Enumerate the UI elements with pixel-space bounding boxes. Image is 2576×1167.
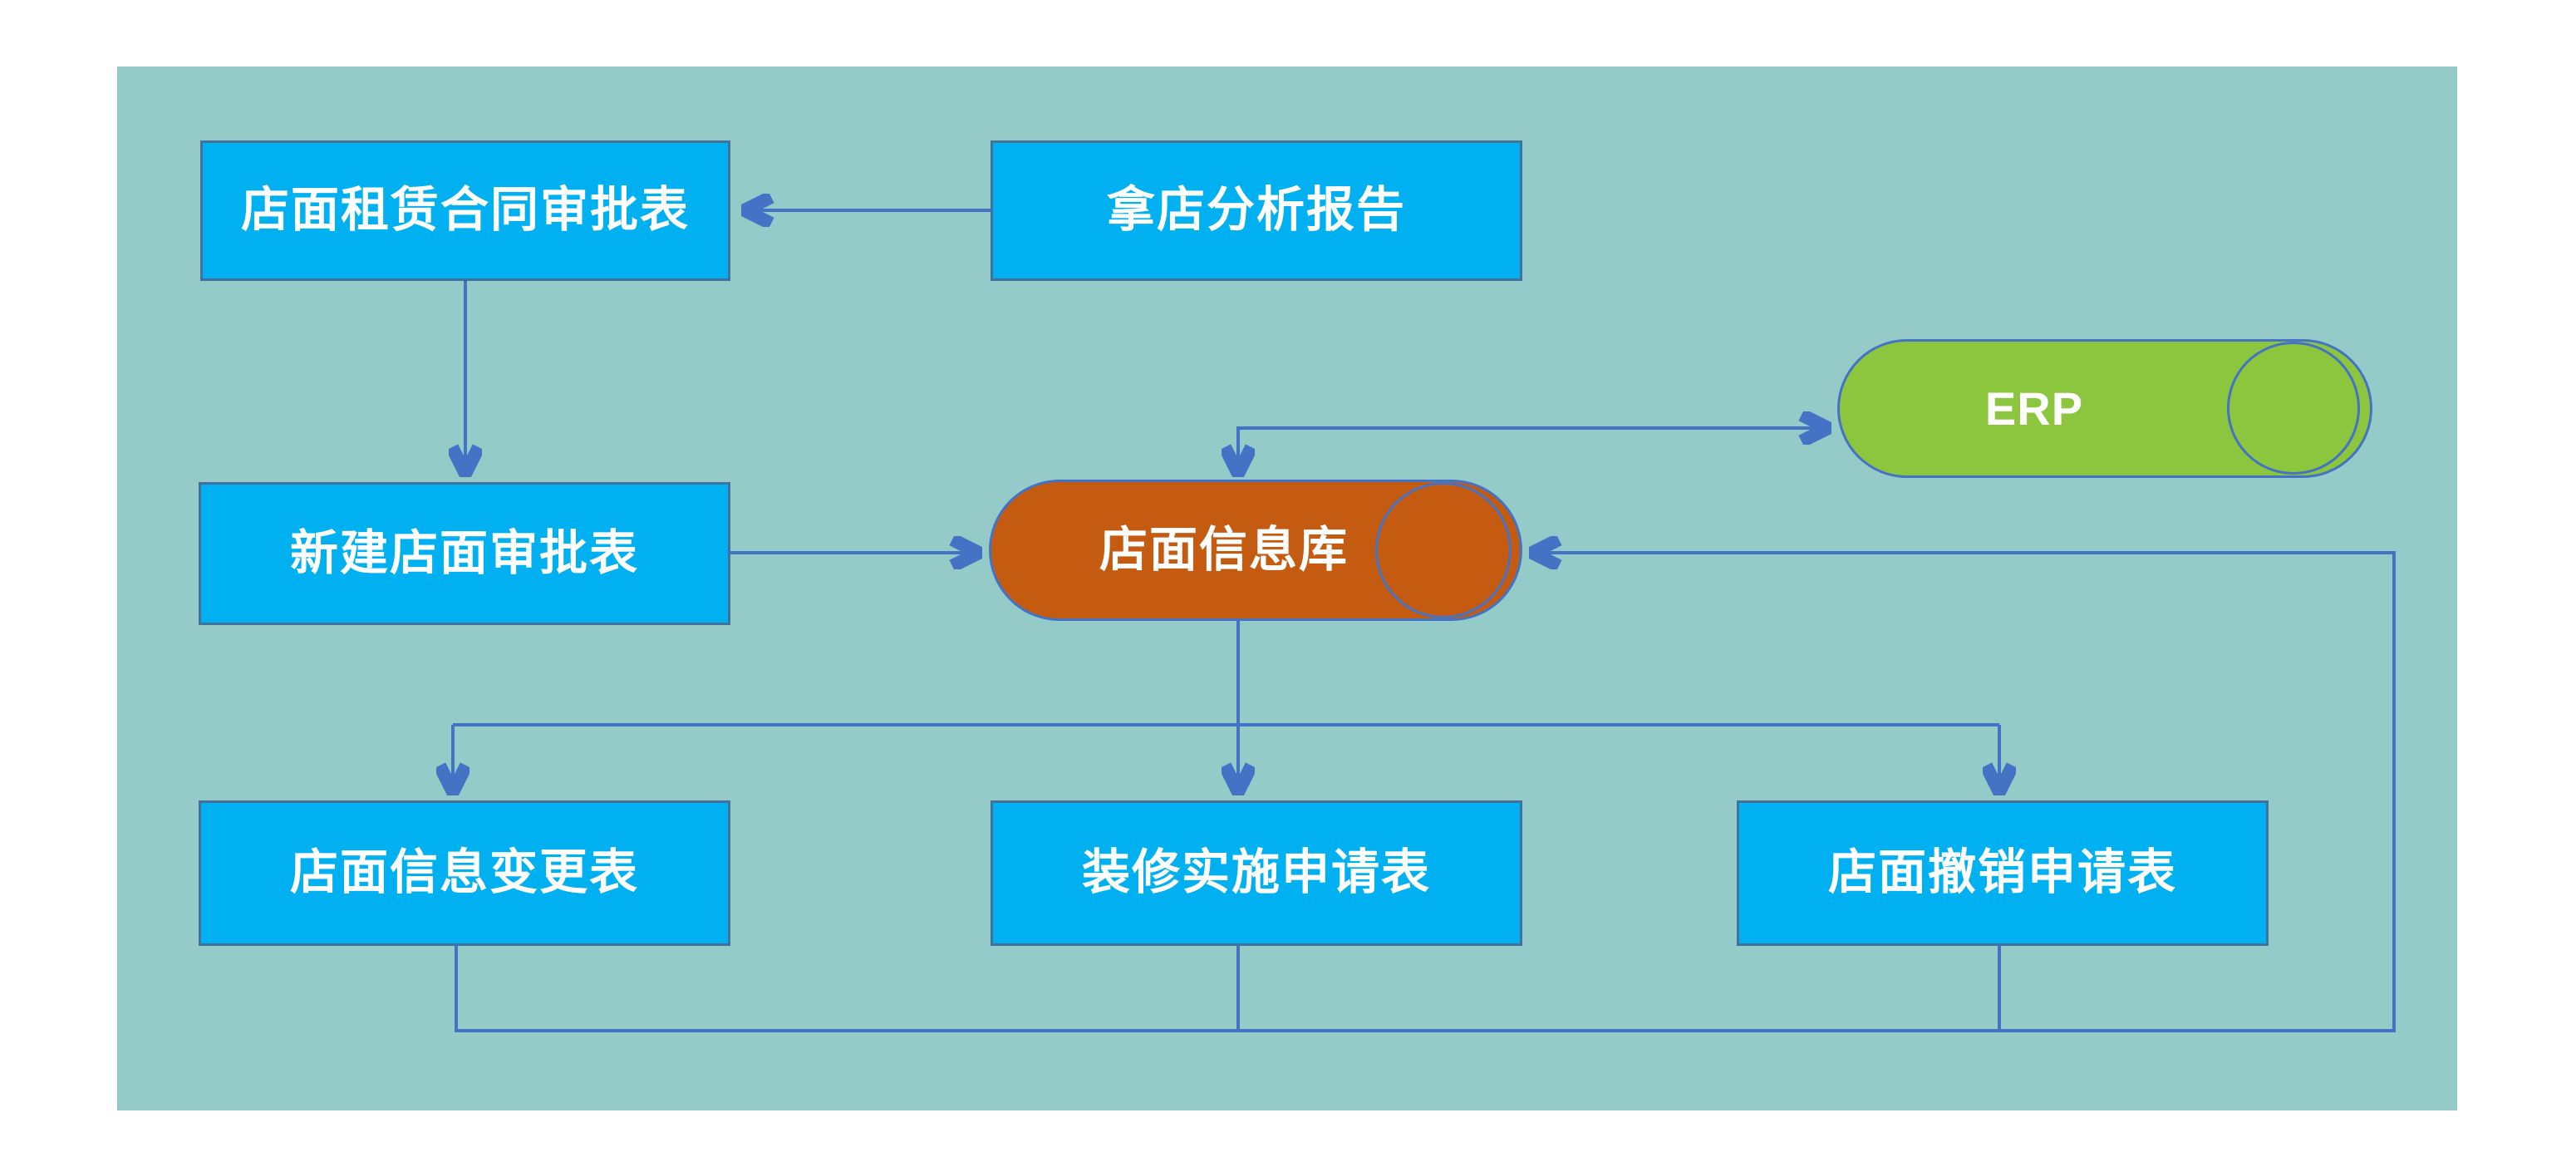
cylinder-cap	[1375, 482, 1512, 618]
node-label: 装修实施申请表	[1081, 845, 1431, 900]
node-label: 店面信息库	[1099, 522, 1349, 577]
node-label: 店面信息变更表	[289, 845, 639, 900]
node-label: 店面撤销申请表	[1827, 845, 2177, 900]
node-label: 拿店分析报告	[1106, 183, 1406, 238]
node-renovation-request[interactable]: 装修实施申请表	[991, 800, 1522, 946]
node-label: 新建店面审批表	[289, 525, 639, 580]
node-store-closure-request[interactable]: 店面撤销申请表	[1737, 800, 2269, 946]
node-store-analysis-report[interactable]: 拿店分析报告	[991, 140, 1522, 281]
node-store-info-database[interactable]: 店面信息库	[989, 480, 1522, 621]
node-erp[interactable]: ERP	[1837, 339, 2372, 478]
node-new-store-approval[interactable]: 新建店面审批表	[199, 482, 730, 625]
node-label: ERP	[1984, 382, 2084, 435]
node-lease-contract-approval[interactable]: 店面租赁合同审批表	[200, 140, 730, 281]
cylinder-cap	[2227, 342, 2360, 475]
node-store-info-change[interactable]: 店面信息变更表	[199, 800, 730, 946]
node-label: 店面租赁合同审批表	[240, 183, 690, 238]
